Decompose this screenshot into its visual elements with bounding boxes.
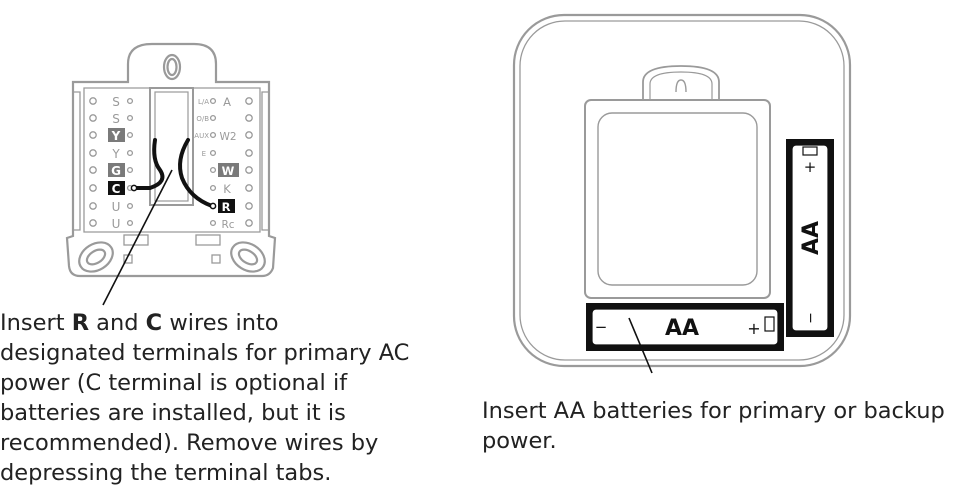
right-leader-line [628, 317, 653, 374]
right-caption: Insert AA batteries for primary or backu… [482, 398, 945, 454]
compartment-hinge [642, 65, 720, 100]
c-wire [134, 138, 165, 190]
wires [134, 138, 214, 208]
terminal-label-c: C [112, 182, 121, 196]
battery-vertical: + AA − [786, 139, 834, 337]
battery-vertical-label: AA [799, 221, 824, 255]
wall-plate [65, 42, 277, 278]
left-leader-line [102, 169, 173, 306]
battery-horizontal-label: AA [665, 316, 699, 341]
terminal-label-a-text: A [223, 95, 231, 109]
terminal-label-la: L/A [198, 98, 209, 106]
terminal-label-s2: S [112, 112, 120, 126]
battery-vertical-minus: − [803, 312, 819, 324]
battery-horizontal-plus: + [747, 319, 760, 338]
thermostat-back [512, 13, 852, 368]
caption-r-bold: R [71, 310, 90, 336]
caption-c-bold: C [145, 310, 163, 336]
right-terminal-labels: A W2 W K R Rc [219, 95, 236, 231]
battery-horizontal: − AA + [586, 303, 784, 351]
terminal-label-rc: Rc [221, 219, 234, 231]
battery-compartment [584, 99, 771, 299]
terminal-label-e: E [202, 150, 206, 158]
terminal-label-y1: Y [111, 129, 121, 143]
terminal-label-u1: U [112, 200, 121, 214]
terminal-label-g: G [111, 164, 121, 178]
top-mounting-slot [162, 53, 182, 81]
terminal-label-s1: S [112, 95, 120, 109]
terminal-label-k: K [223, 182, 231, 196]
bottom-right-mounting-slot [230, 241, 266, 273]
terminal-label-r: R [222, 200, 231, 214]
terminal-label-w: W [222, 164, 235, 178]
thermostat-outline [512, 13, 852, 368]
terminal-label-u2: U [112, 217, 121, 231]
inner-frame [83, 87, 261, 233]
wall-plate-outline [65, 42, 277, 278]
left-caption: Insert R and C wires into designated ter… [0, 310, 410, 486]
wire-opening [149, 87, 194, 206]
terminal-label-ob: O/B [196, 115, 209, 123]
terminal-label-y2: Y [111, 147, 120, 161]
small-terminal-labels: L/A O/B AUX E [194, 98, 209, 158]
battery-vertical-plus: + [804, 158, 817, 176]
terminal-label-w2: W2 [219, 131, 236, 143]
left-terminal-labels: S S Y Y G C U U [111, 95, 121, 231]
terminal-label-aux: AUX [194, 132, 209, 140]
battery-horizontal-minus: − [595, 318, 608, 336]
bottom-left-mounting-slot [78, 241, 114, 273]
r-wire [178, 138, 214, 208]
